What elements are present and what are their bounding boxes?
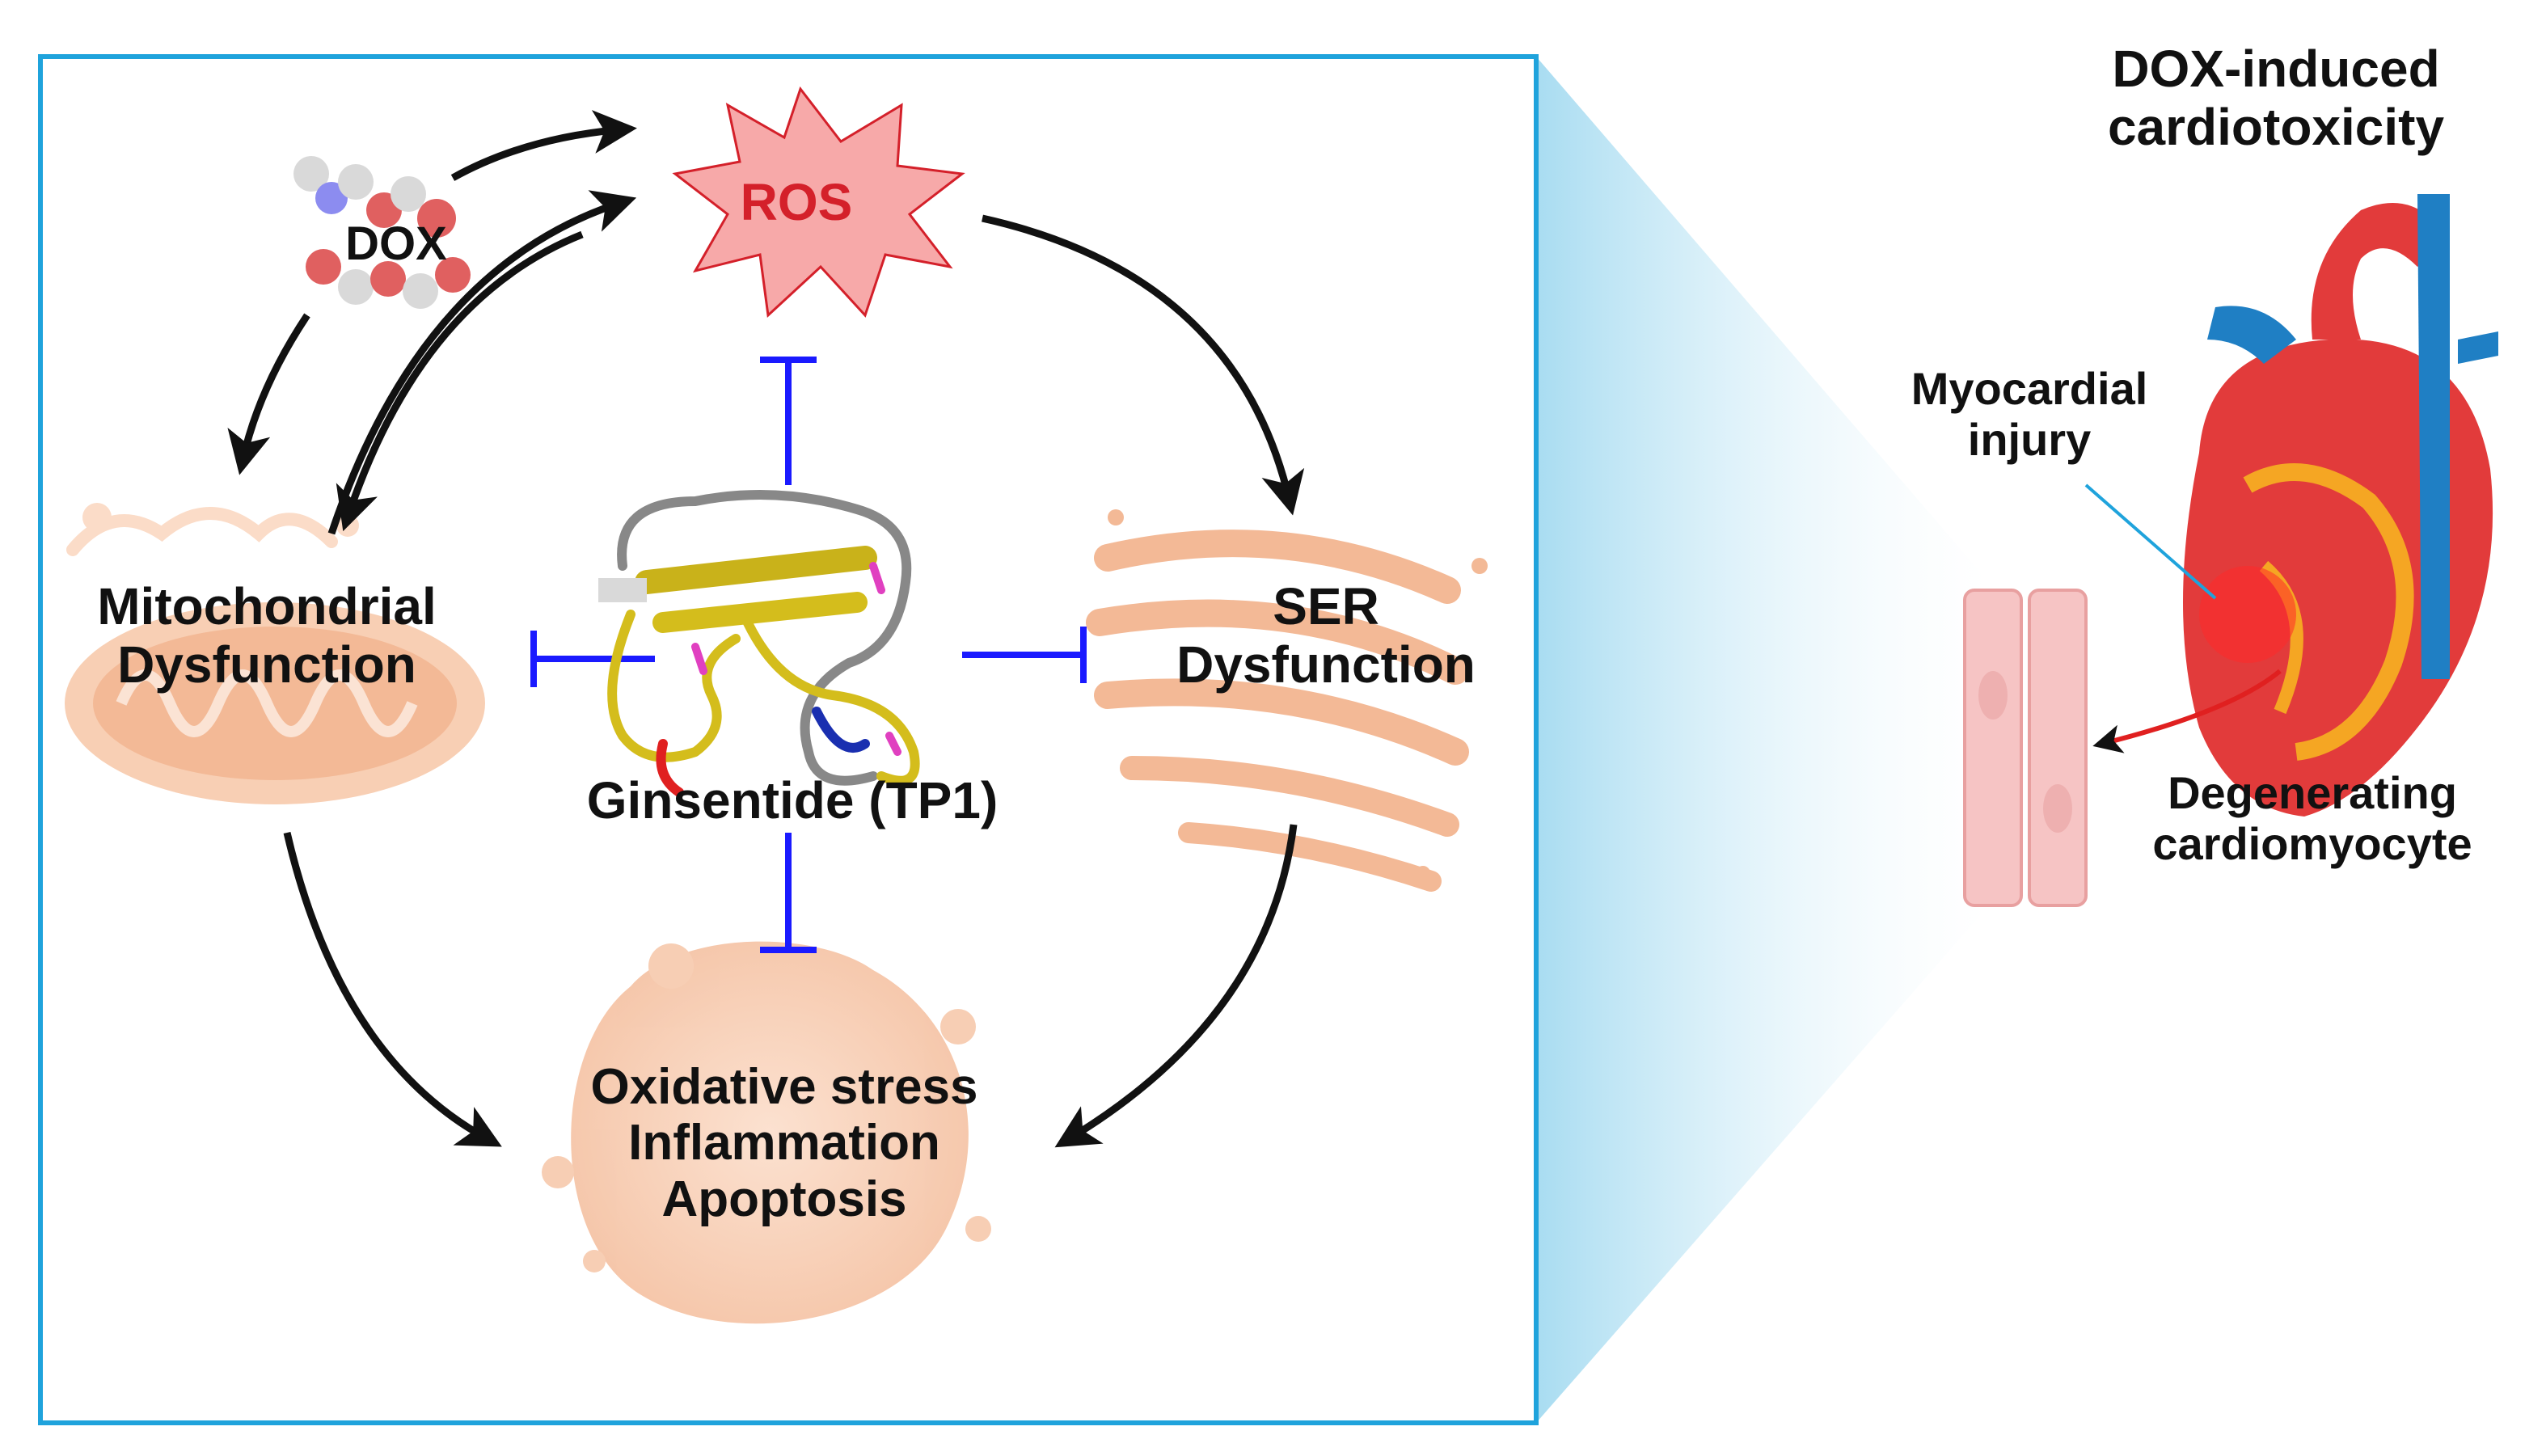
arrow-dox-to-mito xyxy=(227,313,310,475)
arrow-ros-to-mito xyxy=(336,230,584,532)
outcomes-label: Oxidative stress Inflammation Apoptosis xyxy=(590,1059,978,1227)
apoptotic-cell-icon xyxy=(542,941,991,1324)
arrows xyxy=(227,110,1305,1148)
cardiomyocyte-icon xyxy=(1963,589,2088,907)
dox-molecule-icon xyxy=(293,156,471,309)
ros-burst-icon xyxy=(672,86,965,319)
arrow-mito-to-ros xyxy=(327,190,637,535)
degenerating-cardiomyocyte-label: Degenerating cardiomyocyte xyxy=(2152,767,2472,869)
injury-callout-line xyxy=(2084,483,2217,600)
arrow-ser-to-outcomes xyxy=(1054,824,1298,1148)
heart-panel-title: DOX-induced cardiotoxicity xyxy=(2107,40,2445,156)
inhibition-bars xyxy=(530,357,1087,953)
inhibit-outcomes xyxy=(760,833,817,953)
inhibit-ros xyxy=(760,357,817,485)
arrow-dox-to-ros xyxy=(450,110,637,181)
heart-to-cell-arrow xyxy=(2092,669,2282,753)
heart-icon xyxy=(2183,194,2498,817)
mitochondrial-dysfunction-label: Mitochondrial Dysfunction xyxy=(97,577,437,694)
arrow-ros-to-ser xyxy=(982,214,1305,516)
ginsentide-label: Ginsentide (TP1) xyxy=(586,771,999,829)
dox-label: DOX xyxy=(345,217,447,270)
arrow-mito-to-outcomes xyxy=(283,831,502,1147)
ros-label: ROS xyxy=(740,173,853,231)
inhibit-ser xyxy=(962,627,1087,683)
myocardial-injury-label: Myocardial injury xyxy=(1911,363,2148,465)
ser-icon xyxy=(1086,509,1488,892)
ser-dysfunction-label: SER Dysfunction xyxy=(1176,577,1476,694)
zoom-wedge xyxy=(1536,57,1989,1423)
inhibit-mitochondria xyxy=(530,631,655,687)
ginsentide-structure-icon xyxy=(598,490,920,797)
